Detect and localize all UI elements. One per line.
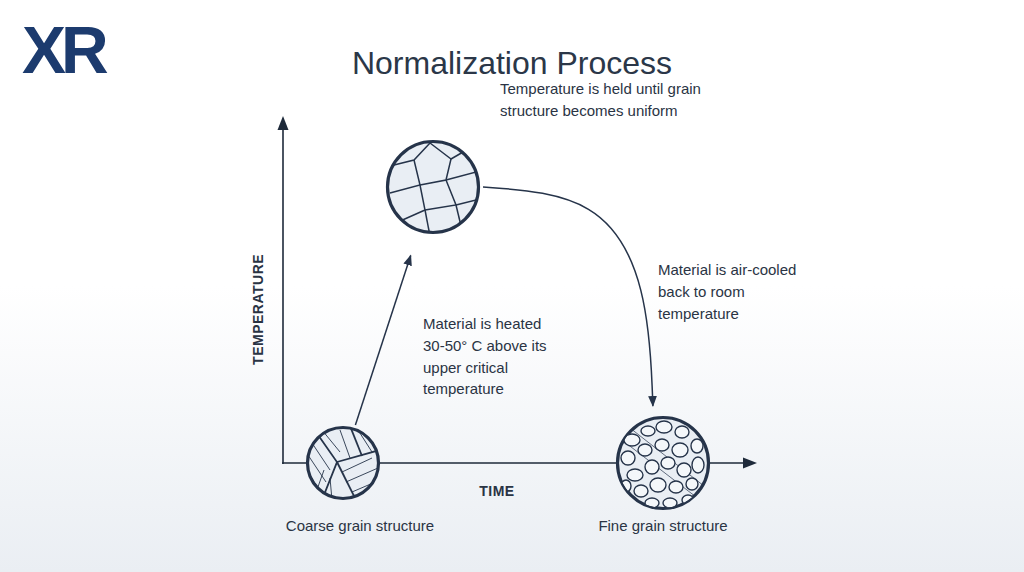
fine-grain (692, 457, 704, 473)
hatch-lines (622, 428, 704, 500)
circle-outline (387, 141, 479, 233)
step-annotation: Material is heated 30-50° C above its up… (423, 313, 558, 400)
circle-shape (618, 418, 708, 508)
step-annotation: Material is air-cooled back to room temp… (658, 259, 798, 324)
logo-text: XR (22, 17, 104, 83)
fine-grain (645, 460, 659, 474)
coarse-grain-pattern (304, 426, 380, 500)
circle-shape (308, 428, 378, 498)
process-arrow (483, 187, 653, 406)
grain-boundary (350, 426, 362, 456)
grain-circle: Fine grain structure (617, 417, 709, 509)
grain-boundary (456, 205, 462, 230)
axis-label: TIME (437, 483, 557, 500)
fine-grain (656, 421, 672, 433)
fine-grain (677, 463, 691, 477)
grain-circle: Coarse grain structure (307, 427, 379, 499)
circle-outline (307, 427, 379, 499)
axis-label: TEMPERATURE (250, 249, 267, 369)
circle-shape (388, 142, 478, 232)
fine-grain (655, 439, 669, 451)
fine-grain (645, 498, 659, 508)
grain-boundary (456, 199, 480, 205)
grain-boundary (446, 171, 480, 180)
lamella-lines (340, 430, 380, 458)
fine-grain (650, 478, 666, 492)
fine-grain (624, 434, 640, 446)
lamella-lines (304, 430, 340, 492)
fine-grain-pattern (621, 421, 704, 508)
lamella-lines (342, 458, 380, 492)
lamella-lines (314, 470, 332, 500)
circle-rim (387, 141, 479, 233)
fine-grain (663, 498, 677, 508)
circle-outline (617, 417, 709, 509)
fine-grain (669, 481, 683, 493)
node-caption: Temperature is held until grain structur… (500, 78, 740, 122)
grain-circle: Temperature is held until grain structur… (387, 141, 479, 233)
fine-grain (621, 480, 631, 492)
grain-boundary (451, 148, 470, 159)
grain-boundary (390, 143, 430, 166)
fine-grain (686, 478, 698, 490)
axis-arrowhead (278, 116, 289, 130)
fine-grain (672, 443, 688, 457)
grain-boundary (316, 432, 337, 500)
diagram-title: Normalization Process (0, 44, 1024, 82)
circle-rim (617, 417, 709, 509)
grain-boundary (390, 160, 420, 193)
fine-grain (691, 439, 703, 453)
fine-grain (675, 426, 689, 438)
node-caption: Coarse grain structure (260, 515, 460, 537)
grain-boundary (420, 143, 451, 185)
fine-grain (641, 426, 655, 436)
axis-arrowhead (743, 458, 757, 469)
fine-grain (638, 444, 652, 456)
grain-boundary (337, 462, 356, 500)
fine-grain (627, 469, 643, 481)
process-arrow (355, 255, 410, 425)
grain-boundary (337, 450, 380, 462)
node-caption: Fine grain structure (563, 515, 763, 537)
temperature-axis (282, 124, 284, 464)
grain-boundary (425, 180, 456, 210)
uniform-grain-pattern (390, 143, 480, 236)
circle-rim (307, 427, 379, 499)
fine-grain (661, 457, 675, 469)
fine-grain (634, 485, 648, 497)
grain-boundary (398, 185, 425, 222)
fine-grain (621, 451, 635, 465)
grain-boundary (425, 210, 430, 236)
fine-grain (682, 495, 694, 505)
